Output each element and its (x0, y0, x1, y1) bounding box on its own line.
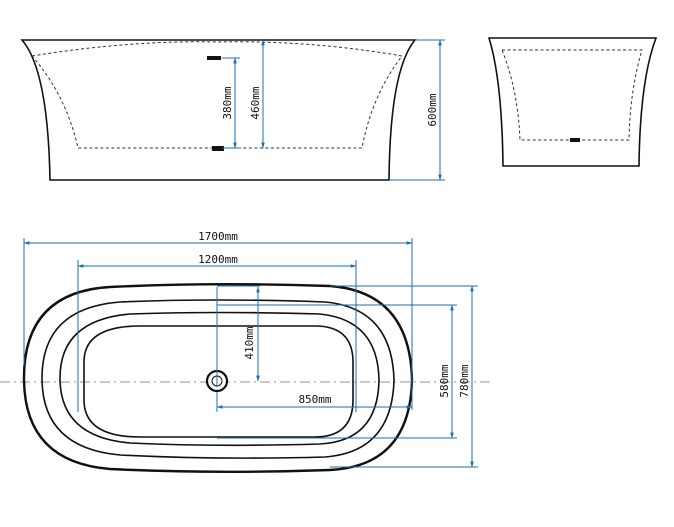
dim-outer-depth-label: 460mm (249, 86, 262, 119)
end-tub-body (487, 37, 658, 167)
dim-drain-offset-x-label: 850mm (298, 393, 331, 406)
drain-outlet-icon (212, 146, 224, 151)
dim-height-label: 600mm (426, 93, 439, 126)
front-inner-cavity-hidden (31, 41, 403, 149)
plan-second-rim (41, 299, 395, 459)
dim-length-label: 1700mm (198, 230, 238, 243)
end-elevation-view (487, 37, 658, 167)
dim-inner-length-label: 1200mm (198, 253, 238, 266)
plan-outer-rim (22, 283, 414, 473)
front-tub-body (20, 39, 417, 181)
front-elevation-view: 380mm 460mm 600mm (20, 39, 445, 181)
overflow-outlet-icon (207, 56, 221, 60)
dim-width-label: 780mm (458, 364, 471, 397)
plan-basin-floor (83, 325, 354, 438)
dim-inner-depth-label: 380mm (221, 86, 234, 119)
dim-inner-width-label: 580mm (438, 364, 451, 397)
dim-drain-offset-y-label: 410mm (243, 326, 256, 359)
plan-third-rim (59, 311, 380, 447)
end-drain-outlet-icon (570, 138, 580, 142)
plan-view: 1700mm 1200mm 410mm 850mm 580mm 780mm (0, 230, 490, 473)
end-inner-cavity-hidden (501, 49, 643, 141)
